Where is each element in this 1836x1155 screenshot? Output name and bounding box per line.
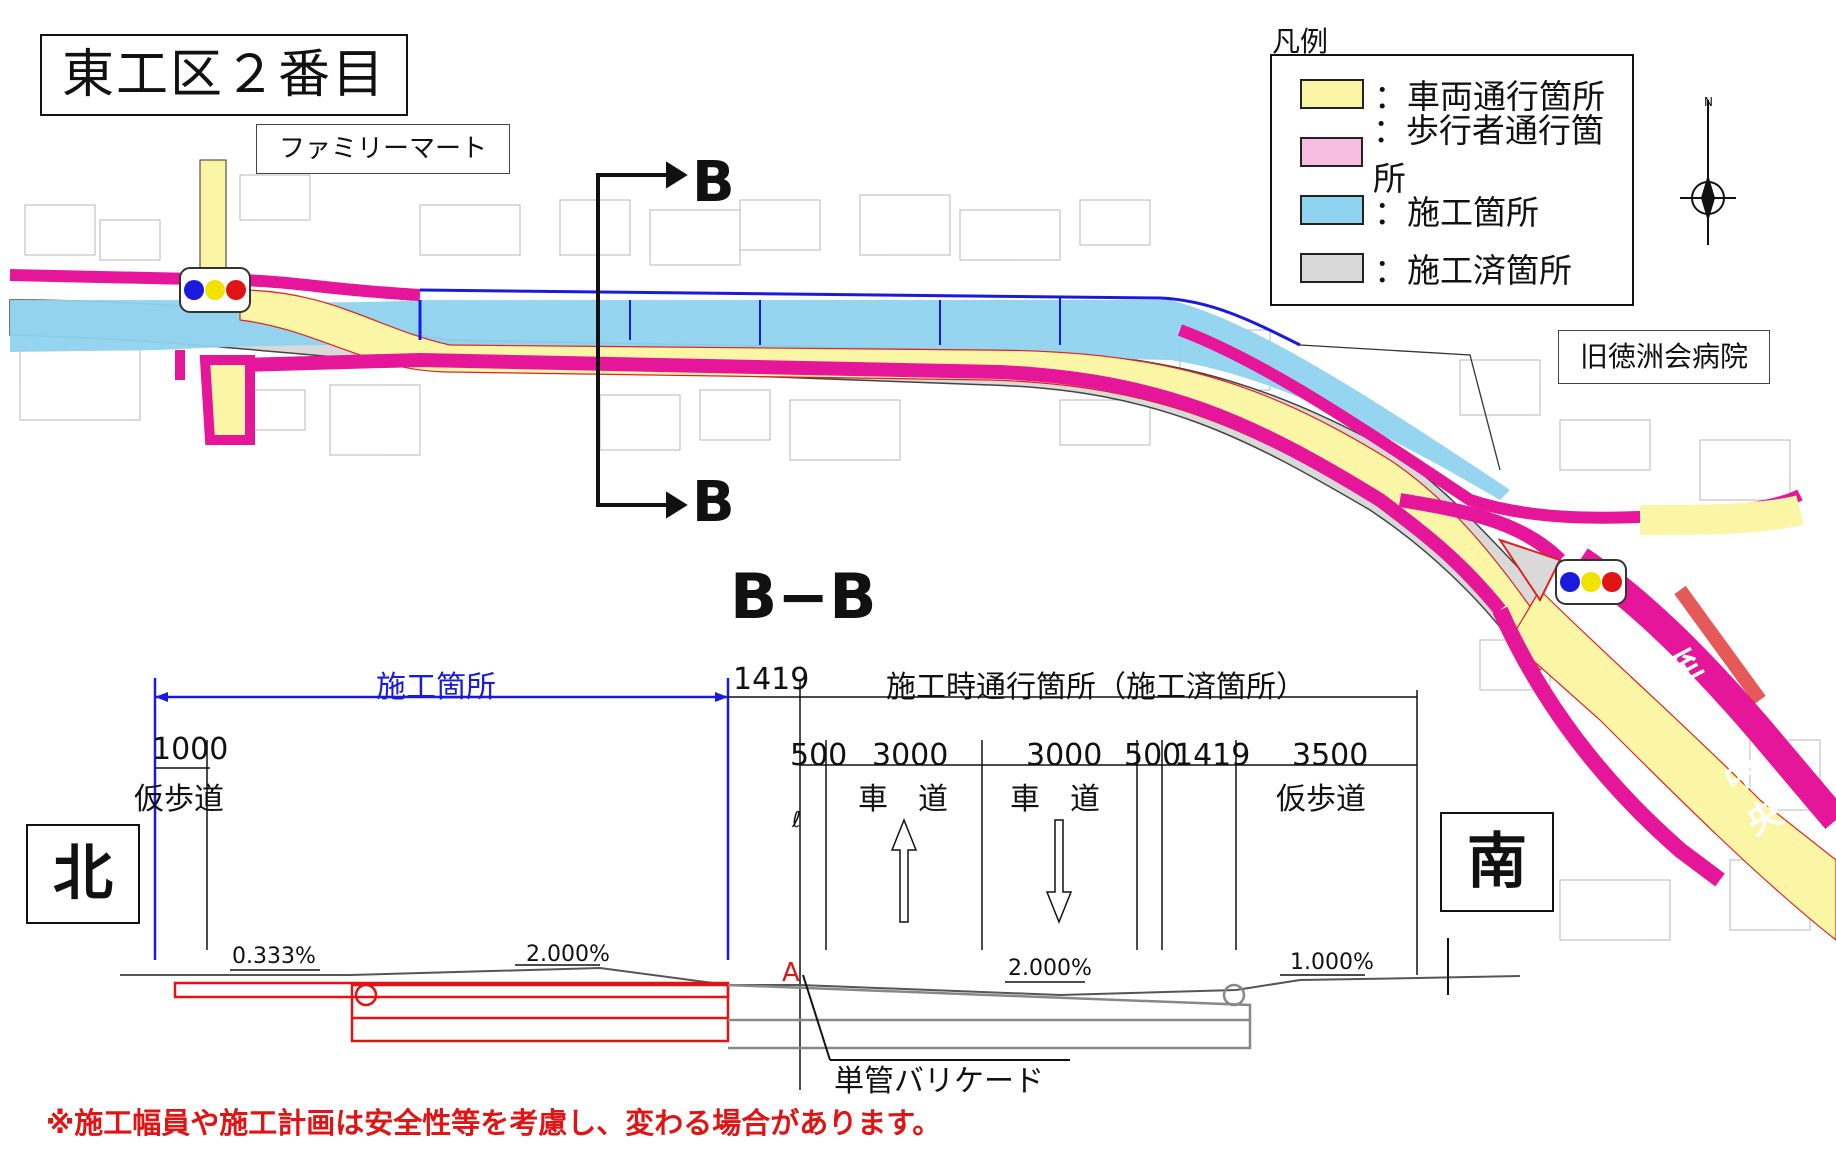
legend-item-pedestrian: ：歩行者通行箇所 — [1300, 111, 1632, 198]
temp-sidewalk-right-label: 仮歩道 — [1276, 782, 1366, 817]
dim-3000a: 3000 — [872, 738, 949, 773]
temp-sidewalk-left-label: 仮歩道 — [134, 782, 224, 817]
dim-500b: 500 — [1124, 738, 1182, 773]
section-marker-top: B — [692, 150, 735, 215]
north-label: 北 — [26, 824, 140, 924]
legend-label: ：施工済箇所 — [1374, 251, 1572, 290]
landmark-old-hospital: 旧徳洲会病院 — [1558, 330, 1770, 384]
section-marker-lines — [596, 161, 688, 519]
footnote: ※施工幅員や施工計画は安全性等を考慮し、変わる場合があります。 — [46, 1106, 942, 1140]
section-marker-bottom: B — [692, 470, 735, 535]
centerline-mark: ℓ — [792, 808, 802, 833]
dim-500a: 500 — [790, 738, 848, 773]
legend-swatch — [1300, 79, 1364, 109]
dim-3500: 3500 — [1292, 738, 1369, 773]
dim-1419b: 1419 — [1174, 738, 1251, 773]
traffic-signal-left-icon — [179, 267, 251, 313]
roadway-b-label: 車 道 — [1010, 782, 1100, 817]
construction-area-label: 施工箇所 — [376, 670, 496, 705]
legend-label: ：車両通行箇所 — [1374, 77, 1605, 116]
dim-1000: 1000 — [152, 732, 229, 767]
compass-icon: N — [1680, 95, 1736, 245]
legend-item-construction: ：施工箇所 — [1300, 188, 1539, 232]
legend-label: ：施工箇所 — [1374, 193, 1539, 232]
slope-3: 2.000% — [1008, 956, 1092, 981]
slope-1: 0.333% — [232, 944, 316, 969]
svg-text:N: N — [1704, 95, 1713, 109]
barricade-label: 単管バリケード — [834, 1064, 1044, 1099]
passage-area-label: 施工時通行箇所（施工済箇所） — [886, 670, 1306, 705]
legend-label: ：歩行者通行箇所 — [1372, 111, 1604, 198]
dim-3000b: 3000 — [1026, 738, 1103, 773]
legend: ：車両通行箇所 ：歩行者通行箇所 ：施工箇所 ：施工済箇所 — [1270, 54, 1634, 306]
section-title: B−B — [730, 560, 877, 633]
south-label: 南 — [1440, 812, 1554, 912]
landmark-family-mart: ファミリーマート — [256, 124, 510, 174]
legend-swatch — [1300, 195, 1364, 225]
slope-4: 1.000% — [1290, 950, 1374, 975]
page-title: 東工区２番目 — [40, 34, 408, 116]
traffic-signal-right-icon — [1555, 559, 1627, 605]
slope-2: 2.000% — [526, 942, 610, 967]
legend-item-completed: ：施工済箇所 — [1300, 246, 1572, 290]
legend-swatch — [1300, 137, 1363, 167]
legend-swatch — [1300, 253, 1364, 283]
legend-item-vehicle: ：車両通行箇所 — [1300, 72, 1605, 116]
dim-1419-top: 1419 — [733, 662, 810, 697]
roadway-a-label: 車 道 — [858, 782, 948, 817]
a-mark: A — [782, 958, 800, 988]
legend-title: 凡例 — [1272, 25, 1329, 58]
